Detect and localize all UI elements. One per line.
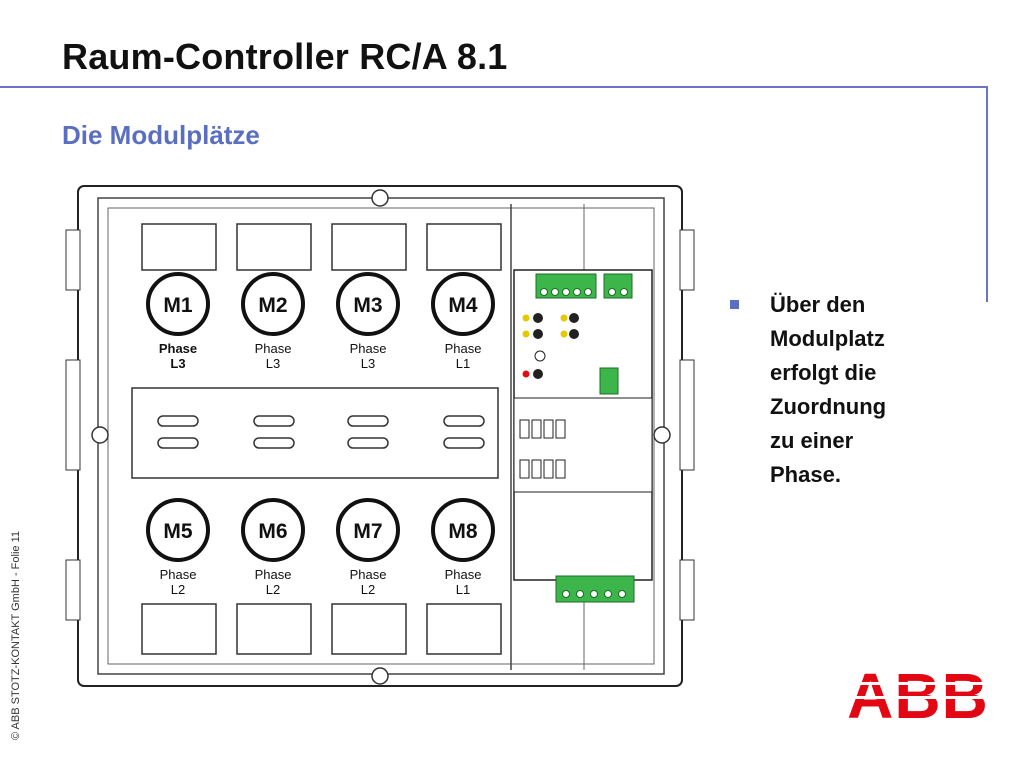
slot-cover: [141, 223, 217, 271]
abb-logo: ABB: [848, 664, 988, 724]
bullet-marker: [730, 300, 739, 309]
phase-value-m6: L2: [266, 582, 280, 597]
abb-logo-text: ABB: [848, 664, 988, 724]
slot-cover: [331, 223, 407, 271]
module-slot-circle: [431, 272, 495, 336]
terminal-block: [603, 273, 633, 299]
center-rail: [131, 387, 499, 479]
phase-word-m3: Phase: [350, 341, 387, 356]
indicator-dots: [522, 313, 579, 379]
module-label-m1: M1: [163, 294, 192, 317]
controller-diagram: M1 M2 M3 M4 M5 M6 M7 M8 Phase L3 Phase L…: [65, 185, 695, 687]
phase-word-m2: Phase: [255, 341, 292, 356]
module-slot-circle: [241, 272, 305, 336]
terminal-screws: [540, 288, 628, 296]
module-label-m7: M7: [353, 520, 382, 543]
screw-hole: [371, 667, 389, 685]
slot-cover: [426, 223, 502, 271]
slide-title: Raum-Controller RC/A 8.1: [62, 36, 508, 77]
phase-word-m7: Phase: [350, 567, 387, 582]
phase-word-m4: Phase: [445, 341, 482, 356]
relay-blocks: [519, 419, 566, 479]
module-label-m3: M3: [353, 294, 382, 317]
module-slot-circle: [146, 498, 210, 562]
side-lug: [679, 229, 695, 291]
side-lug: [65, 559, 81, 621]
module-label-m8: M8: [448, 520, 477, 543]
header-rule-vertical: [986, 86, 988, 302]
phase-value-m2: L3: [266, 356, 280, 371]
phase-word-m1: Phase: [159, 341, 197, 356]
header-rule: [0, 86, 988, 88]
phase-value-m3: L3: [361, 356, 375, 371]
module-slot-circle: [431, 498, 495, 562]
module-slot-circle: [336, 272, 400, 336]
screw-hole: [91, 426, 109, 444]
bullet-text: Über den Modulplatz erfolgt die Zuordnun…: [770, 292, 887, 487]
phase-value-m5: L2: [171, 582, 185, 597]
module-slot-circle: [336, 498, 400, 562]
phase-value-m1: L3: [170, 356, 185, 371]
module-label-m6: M6: [258, 520, 287, 543]
footer-copyright: © ABB STOTZ-KONTAKT GmbH - Folie 11: [10, 531, 22, 740]
rail-clips: [157, 415, 485, 449]
side-lug: [65, 229, 81, 291]
bullet-item: Über den Modulplatz erfolgt die Zuordnun…: [730, 288, 970, 492]
module-slot-circle: [146, 272, 210, 336]
screw-hole: [653, 426, 671, 444]
slot-cover: [236, 223, 312, 271]
side-lug: [65, 359, 81, 471]
module-slot-circle: [241, 498, 305, 562]
side-lug: [679, 559, 695, 621]
slide-subtitle: Die Modulplätze: [62, 120, 260, 150]
side-lug: [679, 359, 695, 471]
phase-word-m6: Phase: [255, 567, 292, 582]
slot-cover: [236, 603, 312, 655]
phase-value-m7: L2: [361, 582, 375, 597]
terminal-block: [599, 367, 619, 395]
module-label-m4: M4: [448, 294, 477, 317]
phase-word-m8: Phase: [445, 567, 482, 582]
terminal-block: [555, 575, 635, 603]
module-label-m5: M5: [163, 520, 192, 543]
terminal-screws: [562, 590, 626, 598]
slot-cover: [426, 603, 502, 655]
phase-value-m4: L1: [456, 356, 470, 371]
phase-word-m5: Phase: [160, 567, 197, 582]
slot-cover: [331, 603, 407, 655]
bullet-list: Über den Modulplatz erfolgt die Zuordnun…: [730, 288, 970, 492]
phase-value-m8: L1: [456, 582, 470, 597]
logo-stripes: [848, 682, 988, 699]
screw-hole: [371, 189, 389, 207]
slot-cover: [141, 603, 217, 655]
module-label-m2: M2: [258, 294, 287, 317]
